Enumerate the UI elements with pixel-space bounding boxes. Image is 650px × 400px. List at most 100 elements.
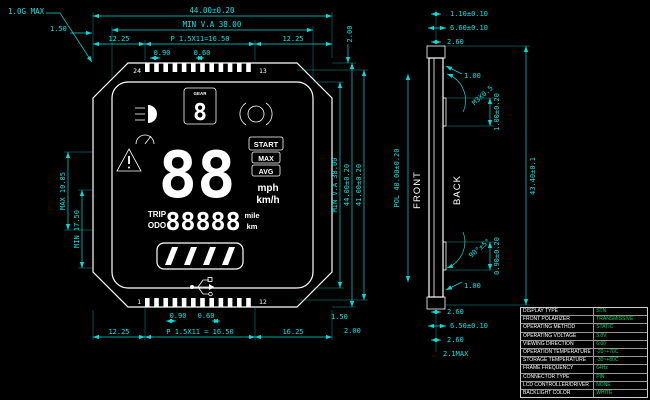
lcd-segments: GEAR 8 88 bbox=[116, 87, 284, 297]
odometer-digits: 88888 bbox=[165, 207, 240, 236]
odo-label: ODO bbox=[148, 221, 166, 230]
speed-digits: 88 bbox=[158, 139, 235, 213]
side-profile-body bbox=[428, 57, 444, 298]
spec-value: 6:00 bbox=[593, 340, 647, 348]
speedometer-icon bbox=[135, 134, 155, 145]
spec-value: 3.0V bbox=[593, 332, 647, 340]
title-block-row: BACKLIGHT COLOR WHITE bbox=[521, 388, 647, 398]
side-view-dimensions: POL 40.00±0.20 1.10±0.10 6.60±0.10 2.60 … bbox=[393, 10, 537, 358]
dim-left-margin: 12.25 bbox=[108, 35, 129, 43]
max-flag-label: MAX bbox=[258, 156, 274, 163]
mile-unit: mile bbox=[244, 211, 259, 220]
dim-corner-max: 1.0G MAX bbox=[8, 7, 45, 16]
dim-min-va-horizontal: MIN V.A 38.00 bbox=[183, 20, 242, 29]
spec-label: BACKLIGHT COLOR bbox=[523, 389, 571, 396]
dim-bottom-260b: 2.60 bbox=[447, 336, 464, 344]
gear-digit: 8 bbox=[193, 100, 207, 126]
dim-bottom-angle: 90°±5° bbox=[467, 237, 492, 259]
title-block-row: FRAME FREQUENCY 64Hz bbox=[521, 364, 647, 373]
dim-bottom-right-margin: 16.25 bbox=[282, 328, 303, 336]
dim-top-660: 6.60±0.10 bbox=[450, 24, 488, 32]
dim-left-offset-150: 1.50 bbox=[50, 25, 67, 33]
pin-number-12: 12 bbox=[259, 298, 267, 306]
start-flag-label: START bbox=[254, 140, 279, 149]
dim-width: 44.00±0.20 bbox=[189, 6, 235, 15]
spec-value: TRANSMISSIVE bbox=[593, 316, 647, 324]
spec-value: PIN bbox=[593, 373, 647, 381]
spec-label: DISPLAY TYPE bbox=[523, 308, 559, 314]
spec-value: NONE bbox=[593, 381, 647, 389]
dim-pin-width: 0.90 bbox=[154, 49, 171, 57]
spec-value: STN bbox=[593, 308, 647, 316]
title-block: DISPLAY TYPE STN FRONT POLARIZER TRANSMI… bbox=[520, 307, 648, 398]
spec-value: STATIC bbox=[593, 324, 647, 332]
back-side-label: BACK bbox=[452, 175, 463, 205]
title-block-row: VIEWING DIRECTION 6:00 bbox=[521, 339, 647, 348]
headlight-icon bbox=[135, 105, 157, 123]
spec-label: FRONT POLARIZER bbox=[523, 316, 570, 323]
dim-bottom-pin-width: 0.90 bbox=[170, 312, 187, 320]
dim-bottom-pin-pitch: P 1.5X11 = 16.50 bbox=[166, 328, 233, 336]
kmh-unit: km/h bbox=[256, 195, 279, 206]
title-block-row: OPERATION TEMPERATURE -20~+70C bbox=[521, 347, 647, 357]
trip-label: TRIP bbox=[148, 210, 167, 219]
pin-number-24: 24 bbox=[133, 67, 141, 75]
display-area-outline bbox=[111, 81, 314, 289]
usb-icon bbox=[190, 277, 214, 297]
title-block-row: LCD CONTROLLER/DRIVER NONE bbox=[521, 380, 647, 389]
side-view: FRONT BACK bbox=[412, 45, 463, 310]
dim-bottom-100: 1.00 bbox=[464, 282, 481, 290]
gear-box bbox=[183, 87, 217, 125]
title-block-row: STORAGE TEMPERATURE -30~+80C bbox=[521, 356, 647, 365]
side-profile-top-cap bbox=[426, 45, 446, 59]
dim-right-090pm: 0.90±0.20 bbox=[493, 237, 501, 275]
avg-flag-box bbox=[251, 164, 281, 177]
title-block-row: FRONT POLARIZER TRANSMISSIVE bbox=[521, 315, 647, 324]
dim-bottom-21max: 2.1MAX bbox=[443, 350, 469, 358]
side-profile-bottom-cap bbox=[426, 296, 446, 310]
dim-top-110: 1.10±0.10 bbox=[450, 10, 488, 18]
spec-label: FRAME FREQUENCY bbox=[523, 365, 574, 372]
dim-top-right-2: 2.00 bbox=[346, 26, 354, 43]
spec-value: -30~+80C bbox=[593, 357, 647, 365]
dim-left-max-height: MAX 10.05 bbox=[59, 172, 67, 210]
dim-bottom-260a: 2.60 bbox=[447, 308, 464, 316]
avg-flag-label: AVG bbox=[259, 169, 274, 176]
lcd-octagon-outline bbox=[92, 62, 333, 308]
dim-thread-callout: M3X0.5 bbox=[471, 84, 495, 107]
dim-bottom-650: 6.50±0.10 bbox=[450, 322, 488, 330]
km-unit: km bbox=[247, 222, 258, 231]
pin-number-13: 13 bbox=[259, 67, 267, 75]
spec-label: CONNECTOR TYPE bbox=[523, 373, 570, 380]
dim-left-min-height: MIN 17.50 bbox=[73, 210, 81, 248]
title-block-row: OPERATING VOLTAGE 3.0V bbox=[521, 331, 647, 340]
max-flag-box bbox=[251, 151, 281, 164]
side-profile-bottom-bump bbox=[442, 241, 447, 271]
front-side-label: FRONT bbox=[412, 171, 423, 209]
spec-label: OPERATING VOLTAGE bbox=[523, 332, 577, 339]
spec-value: 64Hz bbox=[593, 365, 647, 373]
dim-pin-span-vertical: 41.00±0.20 bbox=[355, 164, 363, 206]
title-block-row: DISPLAY TYPE STN bbox=[521, 308, 647, 316]
dim-top-100: 1.00 bbox=[464, 72, 481, 80]
spec-label: OPERATING METHOD bbox=[523, 324, 576, 331]
mph-unit: mph bbox=[257, 183, 278, 194]
dim-height: 44.00±0.20 bbox=[343, 164, 351, 206]
start-flag-box bbox=[248, 136, 284, 151]
dim-pin-gap: 0.60 bbox=[194, 49, 211, 57]
spec-value: -20~+70C bbox=[593, 348, 647, 357]
dim-pol-height: POL 40.00±0.20 bbox=[393, 148, 401, 207]
spec-label: VIEWING DIRECTION bbox=[523, 340, 574, 347]
title-block-row: OPERATING METHOD STATIC bbox=[521, 323, 647, 332]
spec-label: OPERATION TEMPERATURE bbox=[523, 348, 591, 355]
dim-min-va-vertical: MIN V.A 38.00 bbox=[331, 158, 339, 213]
dim-right-margin: 12.25 bbox=[282, 35, 303, 43]
front-view-dimensions: 44.00±0.20 MIN V.A 38.00 12.25 P 1.5X11=… bbox=[8, 6, 368, 340]
title-block-row: CONNECTOR TYPE PIN bbox=[521, 372, 647, 381]
dim-pin-pitch: P 1.5X11=16.50 bbox=[170, 35, 229, 43]
dim-right-100pm: 1.00±0.20 bbox=[493, 93, 501, 131]
dim-top-260: 2.60 bbox=[447, 38, 464, 46]
spec-label: STORAGE TEMPERATURE bbox=[523, 357, 587, 364]
